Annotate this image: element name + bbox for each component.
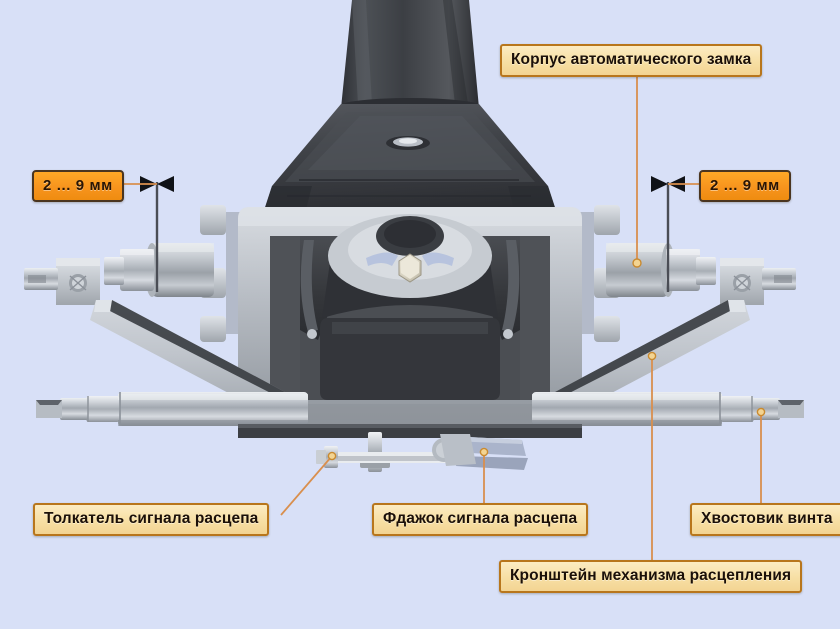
callout-flag-text: Фдажок сигнала расцепа bbox=[383, 510, 578, 527]
callout-housing[interactable]: Корпус автоматического замка bbox=[500, 44, 763, 77]
dimension-right-value: 2 ... 9 мм bbox=[710, 177, 780, 194]
dimension-left-value: 2 ... 9 мм bbox=[43, 177, 113, 194]
callout-screw-tail[interactable]: Хвостовик винта bbox=[690, 503, 840, 536]
dimension-label-left[interactable]: 2 ... 9 мм bbox=[32, 170, 124, 202]
callout-screw-tail-text: Хвостовик винта bbox=[701, 510, 833, 527]
callout-bracket[interactable]: Кронштейн механизма расцепления bbox=[499, 560, 803, 593]
callout-bracket-text: Кронштейн механизма расцепления bbox=[510, 567, 792, 584]
dimension-label-right[interactable]: 2 ... 9 мм bbox=[699, 170, 791, 202]
callout-flag[interactable]: Фдажок сигнала расцепа bbox=[372, 503, 589, 536]
callout-pusher-text: Толкатель сигнала расцепа bbox=[44, 510, 259, 527]
callout-pusher[interactable]: Толкатель сигнала расцепа bbox=[33, 503, 270, 536]
callout-housing-text: Корпус автоматического замка bbox=[511, 51, 752, 68]
